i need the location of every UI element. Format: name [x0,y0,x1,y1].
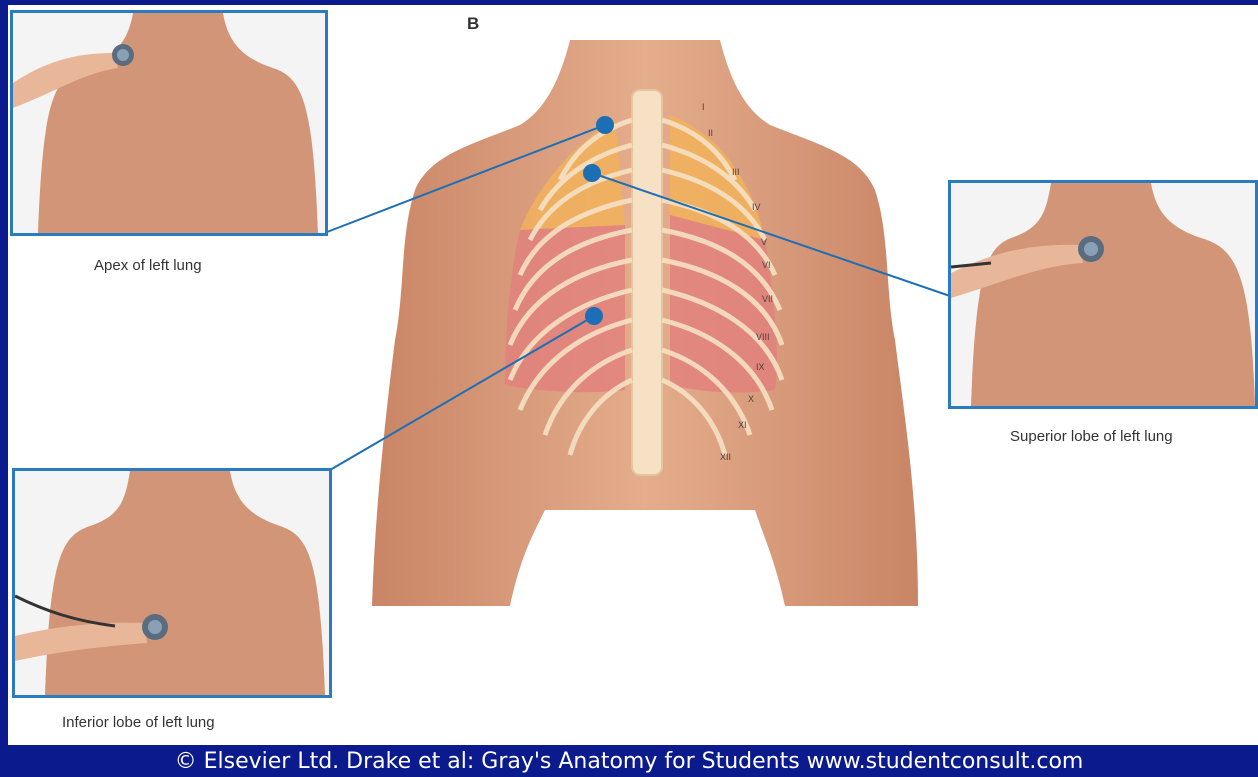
apex-marker [596,116,614,134]
superior-marker [583,164,601,182]
superior-lobe-caption: Superior lobe of left lung [1010,428,1173,445]
copyright-footer: © Elsevier Ltd. Drake et al: Gray's Anat… [0,749,1258,774]
apex-photo [10,10,328,236]
apex-connector [327,125,605,232]
inferior-marker [585,307,603,325]
inferior-connector [330,316,594,470]
inferior-lobe-photo [12,468,332,698]
superior-lobe-photo [948,180,1258,409]
apex-caption: Apex of left lung [94,257,202,274]
superior-connector [592,173,950,296]
inferior-lobe-caption: Inferior lobe of left lung [62,714,215,731]
